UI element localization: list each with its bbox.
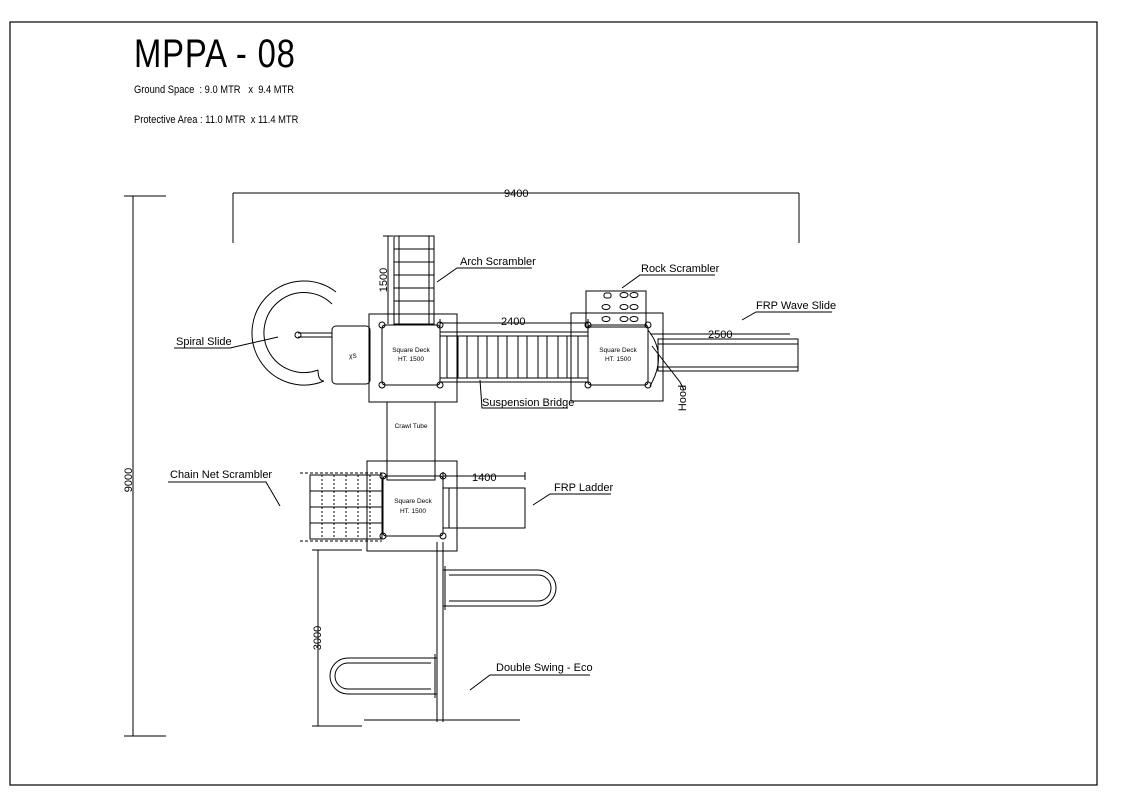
label-hood: Hood: [677, 385, 689, 411]
arch-scrambler: [383, 235, 435, 325]
frp-wave-slide: [650, 333, 799, 372]
component-labels: Arch Scrambler Rock Scrambler FRP Wave S…: [170, 256, 836, 674]
dim-overall-width: 9400: [504, 188, 528, 200]
deck-3-name: Square Deck: [394, 498, 432, 505]
hood: [647, 329, 659, 387]
deck-labels: Square Deck HT. 1500 Square Deck HT. 150…: [392, 347, 637, 515]
deck-2-name: Square Deck: [599, 347, 637, 354]
label-suspension-bridge: Suspension Bridge: [482, 397, 574, 409]
suspension-bridge: [439, 319, 589, 383]
chain-net-scrambler: [300, 472, 383, 542]
label-crawl-tube: Crawl Tube: [395, 423, 428, 430]
label-frp-wave-slide: FRP Wave Slide: [756, 300, 836, 312]
label-double-swing: Double Swing - Eco: [496, 662, 593, 674]
protective-area-spec: Protective Area : 11.0 MTR x 11.4 MTR: [134, 114, 299, 126]
dim-arch-scrambler: 1500: [378, 268, 390, 292]
overall-width-dimension: [232, 192, 800, 243]
deck-1-height: HT. 1500: [398, 356, 424, 363]
dim-overall-depth: 9000: [123, 468, 135, 492]
deck-2-height: HT. 1500: [605, 356, 631, 363]
dimension-labels: 9400 9000 1500 2400 2500 1400 3000: [123, 188, 732, 650]
spiral-slide: [251, 280, 371, 386]
dim-bridge: 2400: [501, 316, 525, 328]
crawl-tube: [386, 401, 436, 481]
title-block: MPPA - 08 Ground Space : 9.0 MTR x 9.4 M…: [134, 34, 331, 126]
dim-wave-slide: 2500: [708, 329, 732, 341]
overall-depth-dimension: [124, 195, 166, 737]
ground-space-spec: Ground Space : 9.0 MTR x 9.4 MTR: [134, 84, 295, 96]
label-arch-scrambler: Arch Scrambler: [460, 256, 536, 268]
dim-ladder: 1400: [472, 472, 496, 484]
label-spiral-slide: Spiral Slide: [176, 336, 232, 348]
label-frp-ladder: FRP Ladder: [554, 482, 613, 494]
deck-3-height: HT. 1500: [400, 508, 426, 515]
square-deck-2: [570, 312, 664, 402]
leader-lines: [168, 267, 832, 691]
double-swing: [312, 542, 557, 727]
label-rock-scrambler: Rock Scrambler: [641, 263, 720, 275]
deck-1-name: Square Deck: [392, 347, 430, 354]
frp-ladder: [442, 472, 526, 529]
sheet-border: [9, 21, 1098, 786]
drawing-title: MPPA - 08: [134, 32, 296, 76]
label-spiral-mark: χS: [349, 353, 357, 360]
dim-swing: 3000: [312, 626, 324, 650]
rock-scrambler: [585, 290, 647, 328]
label-chain-net-scrambler: Chain Net Scrambler: [170, 469, 272, 481]
